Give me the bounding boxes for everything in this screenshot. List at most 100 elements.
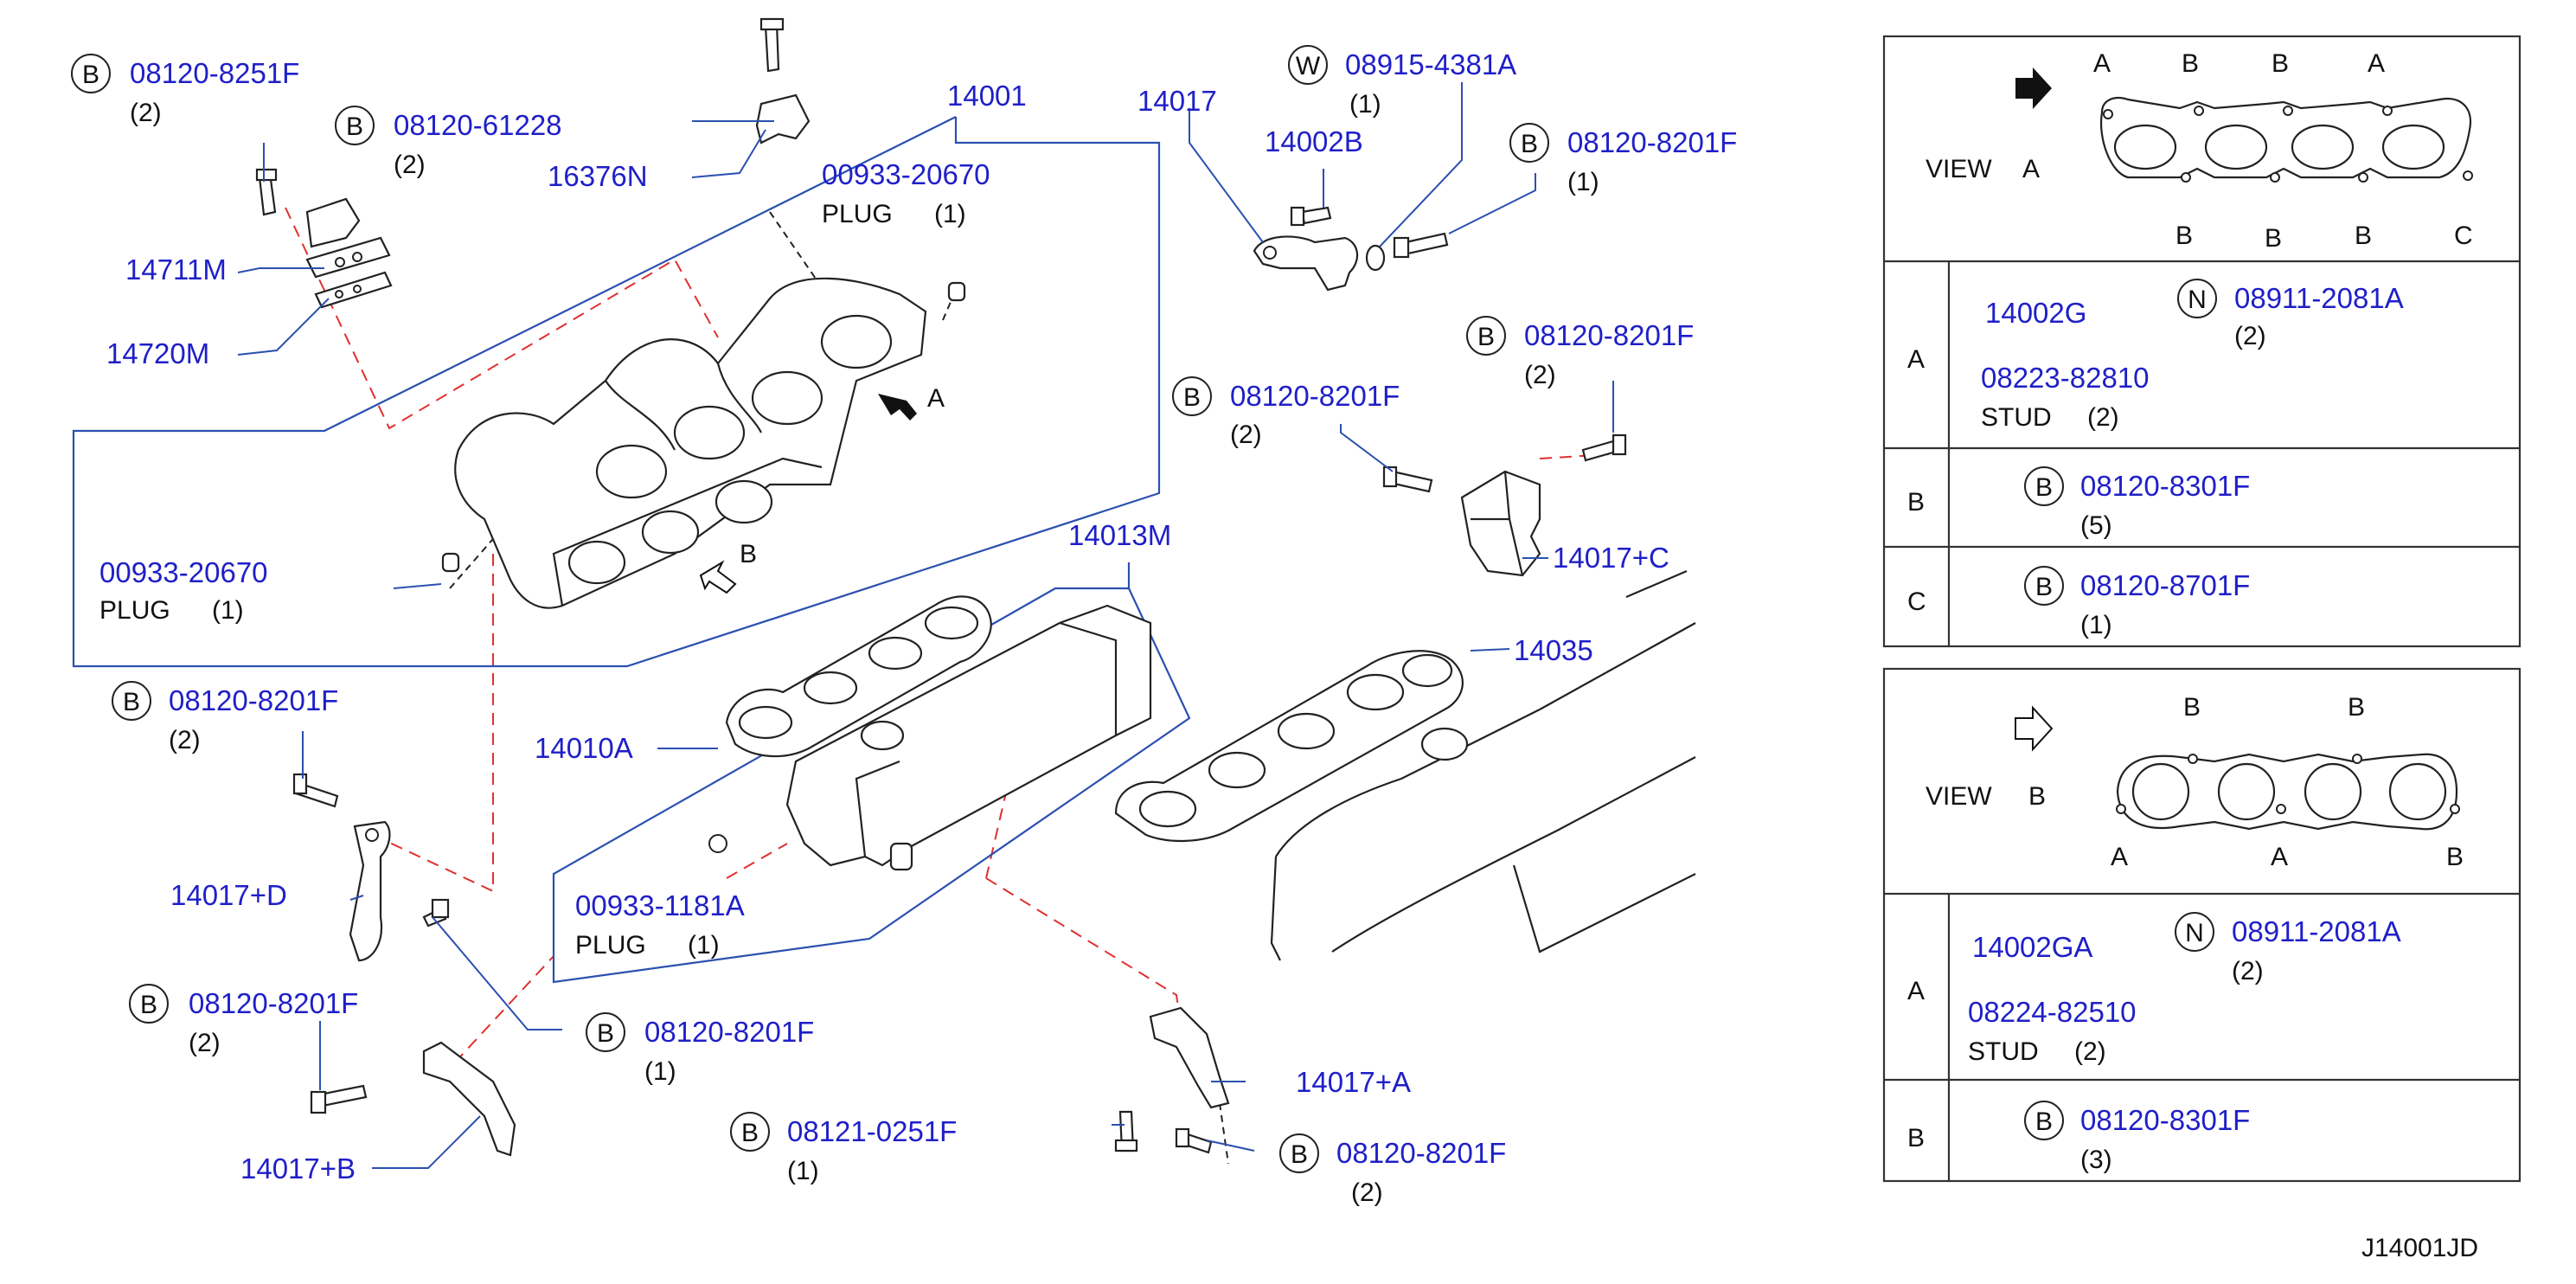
hole-label: B [2176, 221, 2193, 250]
exhaust-manifold-14001 [441, 277, 966, 609]
label-14001[interactable]: 14001 [947, 80, 1027, 112]
label-14017[interactable]: 14017 [1137, 85, 1217, 117]
quantity: (2) [2087, 403, 2119, 432]
part-number[interactable]: 08911-2081A [2234, 282, 2404, 314]
part-number[interactable]: 08120-8301F [2080, 1104, 2250, 1136]
bracket-14017D [292, 773, 450, 962]
part-number[interactable]: 08120-8201F [1336, 1137, 1506, 1169]
callout-bolt-8201F-mid[interactable]: B 08120-8201F (1) [586, 1012, 814, 1086]
callout-prefix: W [1296, 52, 1321, 80]
label-16376N[interactable]: 16376N [548, 160, 648, 192]
callout-bolt-0251F[interactable]: B 08121-0251F (1) [730, 1112, 957, 1185]
label-14002B[interactable]: 14002B [1265, 125, 1363, 157]
hole-label: B [2182, 49, 2199, 78]
label-14720M[interactable]: 14720M [106, 337, 209, 369]
view-a-table: VIEW A A B B A B B B C A 14002G N 08911-… [1882, 35, 2522, 648]
view-b-flange-icon [2116, 753, 2460, 831]
view-b-title-letter: B [2028, 782, 2046, 811]
part-number[interactable]: 00933-20670 [822, 158, 990, 190]
row-key: C [1907, 587, 1926, 616]
bolt-symbol-icon [1509, 123, 1549, 163]
label-14017D[interactable]: 14017+D [170, 879, 287, 911]
part-number[interactable]: 08915-4381A [1345, 48, 1516, 80]
part-number[interactable]: 08120-8201F [1230, 380, 1400, 412]
hole-label: B [2265, 224, 2282, 253]
part-number[interactable]: 08120-8301F [2080, 470, 2250, 502]
callout-prefix: B [2035, 1107, 2053, 1136]
nut-symbol-icon [2177, 279, 2217, 318]
bolt-symbol-icon [1172, 376, 1212, 416]
callout-prefix: N [2185, 919, 2204, 947]
hole-label: B [2446, 843, 2464, 871]
part-number[interactable]: 08120-8201F [169, 684, 338, 716]
label-14017A[interactable]: 14017+A [1296, 1066, 1411, 1098]
part-number[interactable]: 00933-1181A [575, 889, 745, 921]
callout-prefix: B [123, 688, 140, 716]
row-key: A [1907, 977, 1925, 1005]
part-number[interactable]: 08120-8701F [2080, 569, 2250, 601]
bolt-symbol-icon [1466, 316, 1506, 356]
hole-label: B [2272, 49, 2289, 78]
label-14010A[interactable]: 14010A [535, 732, 633, 764]
part-number[interactable]: 08224-82510 [1968, 996, 2137, 1028]
row-key: B [1907, 1124, 1925, 1152]
callout-bolt-8251F[interactable]: B 08120-8251F (2) [71, 54, 299, 127]
callout-plug-upper[interactable]: 00933-20670 PLUG (1) [822, 158, 990, 228]
part-number[interactable]: 08911-2081A [2232, 915, 2401, 947]
callout-bolt-8201F-top[interactable]: B 08120-8201F (1) [1509, 123, 1737, 196]
label-14017B[interactable]: 14017+B [240, 1152, 356, 1184]
part-number[interactable]: 00933-20670 [99, 556, 268, 588]
bolt-symbol-icon [2024, 566, 2064, 606]
quantity: (1) [688, 931, 720, 960]
part-number[interactable]: 08120-8201F [644, 1016, 814, 1048]
part-number[interactable]: 14002G [1985, 297, 2086, 329]
quantity: (2) [2074, 1037, 2106, 1066]
quantity: (1) [212, 596, 244, 625]
gasket-14035 [1114, 650, 1464, 843]
hole-label: B [2355, 221, 2372, 250]
part-number[interactable]: 08121-0251F [787, 1115, 957, 1147]
bracket-14017B [310, 1041, 516, 1157]
callout-prefix: B [140, 991, 157, 1019]
callout-prefix: B [741, 1119, 759, 1147]
label-14017C[interactable]: 14017+C [1553, 542, 1669, 574]
callout-bolt-8201F-c1[interactable]: B 08120-8201F (2) [1466, 316, 1694, 389]
callout-plug-1181A[interactable]: 00933-1181A PLUG (1) [575, 889, 745, 960]
bolt-symbol-icon [2024, 466, 2064, 506]
callout-prefix: B [597, 1019, 614, 1048]
part-number[interactable]: 08120-8201F [189, 987, 358, 1019]
callout-washer-4381A[interactable]: W 08915-4381A (1) [1288, 45, 1516, 119]
callout-plug-left[interactable]: 00933-20670 PLUG (1) [99, 556, 268, 625]
callout-bolt-8201F-d[interactable]: B 08120-8201F (2) [112, 681, 338, 754]
part-number[interactable]: 08120-8201F [1524, 319, 1694, 351]
part-number[interactable]: 08223-82810 [1981, 362, 2150, 394]
label-14013M[interactable]: 14013M [1068, 519, 1171, 551]
label-14035[interactable]: 14035 [1514, 634, 1593, 666]
view-a-flange-icon [2099, 97, 2473, 183]
part-number[interactable]: 08120-8251F [130, 57, 299, 89]
part-number[interactable]: 14002GA [1972, 931, 2092, 963]
label-14711M[interactable]: 14711M [125, 254, 227, 286]
callout-bolt-8201F-b[interactable]: B 08120-8201F (2) [129, 984, 358, 1057]
view-b-arrow-icon [699, 560, 737, 594]
view-a-letter: A [927, 384, 945, 413]
part-description: PLUG [822, 200, 893, 228]
callout-prefix: B [346, 112, 363, 141]
hole-label: C [2454, 221, 2473, 250]
nut-symbol-icon [2175, 912, 2214, 952]
quantity: (2) [1524, 361, 1556, 389]
quantity: (1) [1349, 90, 1381, 119]
part-number[interactable]: 08120-61228 [394, 109, 562, 141]
callout-bolt-61228[interactable]: B 08120-61228 (2) [335, 106, 562, 179]
hole-label: B [2183, 693, 2201, 722]
callout-bolt-8201F-a[interactable]: B 08120-8201F (2) [1279, 1133, 1506, 1207]
quantity: (2) [169, 726, 201, 754]
quantity: (2) [130, 99, 162, 127]
quantity: (1) [644, 1057, 676, 1086]
hole-label: B [2348, 693, 2365, 722]
view-b-title: VIEW [1926, 782, 1992, 811]
callout-bolt-8201F-c2[interactable]: B 08120-8201F (2) [1172, 376, 1400, 449]
quantity: (1) [1567, 168, 1599, 196]
bolt-symbol-icon [112, 681, 151, 721]
part-number[interactable]: 08120-8201F [1567, 126, 1737, 158]
